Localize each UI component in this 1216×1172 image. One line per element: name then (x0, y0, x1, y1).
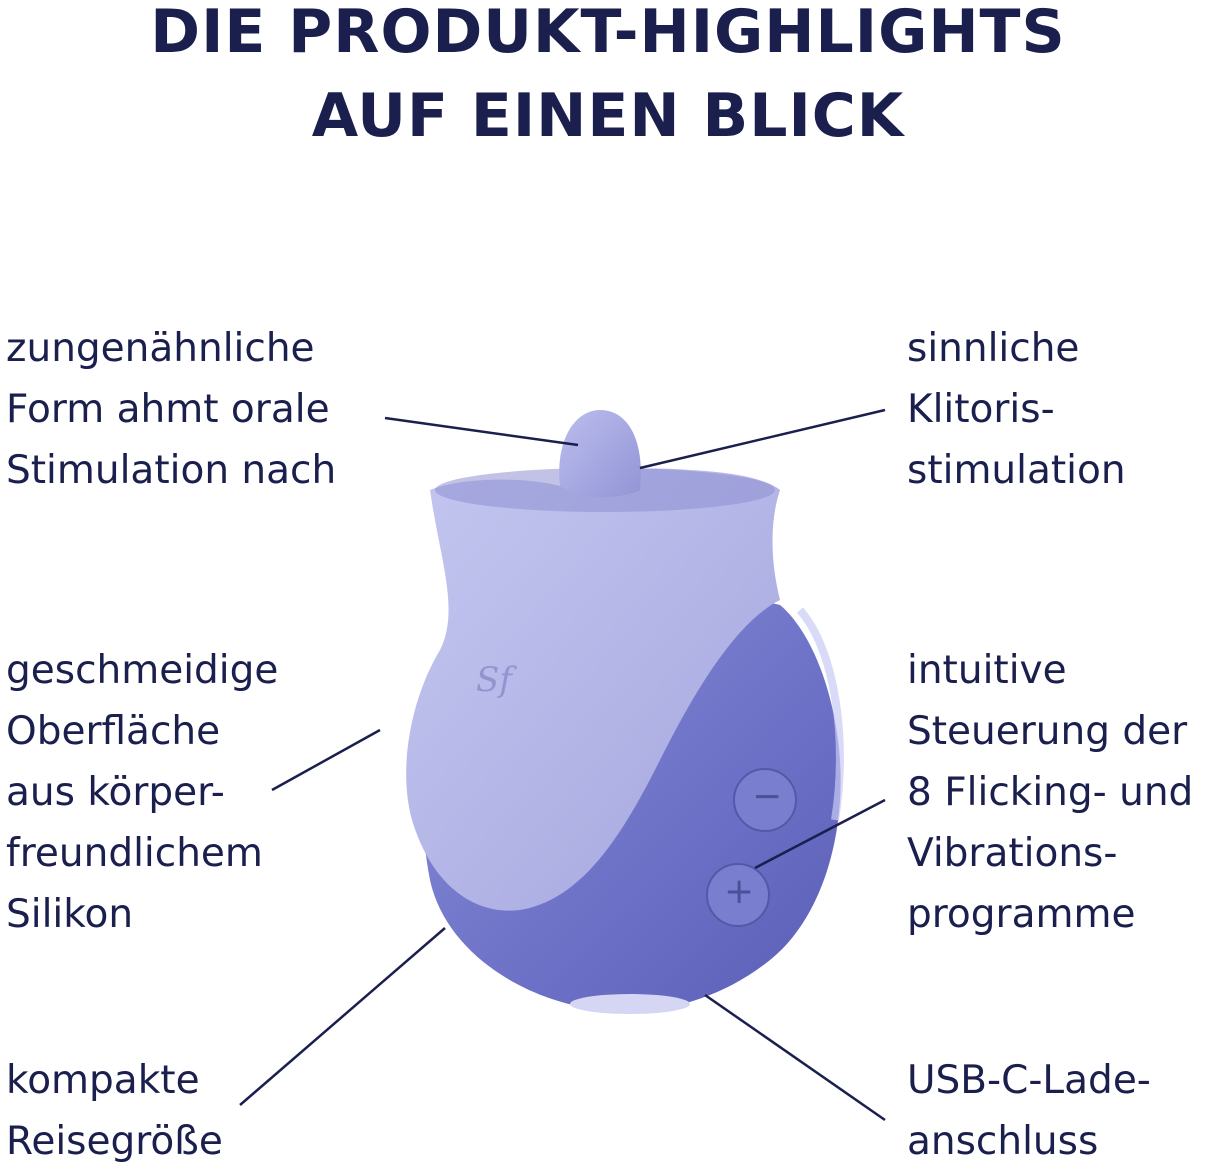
device-highlight (796, 607, 844, 821)
feature-usb-charging: USB-C-Lade- anschluss (907, 1050, 1151, 1172)
feature-text: USB-C-Lade- (907, 1058, 1151, 1103)
plus-button[interactable]: + (724, 871, 755, 912)
device-top-body (406, 468, 780, 911)
feature-text: Steuerung der (907, 709, 1188, 754)
feature-tongue-shape: zungenähnliche Form ahmt orale Stimulati… (6, 318, 336, 501)
usb-port (570, 994, 690, 1014)
brand-logo: Sf (476, 660, 512, 700)
feature-text: Stimulation nach (6, 448, 337, 493)
plus-button-shape (706, 863, 770, 927)
feature-text: aus körper- (6, 770, 225, 815)
feature-text: Reisegröße (6, 1119, 223, 1164)
feature-compact-size: kompakte Reisegröße (6, 1050, 223, 1172)
device-tongue (559, 410, 641, 498)
feature-text: 8 Flicking- und (907, 770, 1194, 815)
feature-text: freundlichem (6, 831, 263, 876)
minus-button[interactable]: − (752, 776, 783, 817)
pointer-line-compact (239, 927, 446, 1106)
pointer-line-usb (704, 993, 886, 1122)
page-title-line-1: DIE PRODUKT-HIGHLIGHTS (150, 0, 1066, 67)
pointer-line-clitoral (639, 408, 886, 470)
minus-button-shape (733, 768, 797, 832)
feature-text: Form ahmt orale (6, 387, 330, 432)
pointer-line-tongue-shape (384, 416, 579, 447)
feature-silicone-surface: geschmeidige Oberfläche aus körper- freu… (6, 640, 278, 945)
feature-text: intuitive (907, 648, 1067, 693)
feature-text: Klitoris- (907, 387, 1055, 432)
feature-text: programme (907, 892, 1136, 937)
pointer-line-controls (754, 798, 886, 870)
feature-text: geschmeidige (6, 648, 279, 693)
feature-text: stimulation (907, 448, 1126, 493)
feature-text: zungenähnliche (6, 326, 315, 371)
pointer-line-silicone (271, 728, 381, 792)
feature-text: Silikon (6, 892, 134, 937)
feature-text: Vibrations- (907, 831, 1118, 876)
page-title-line-2: AUF EINEN BLICK (311, 81, 905, 151)
feature-text: anschluss (907, 1119, 1099, 1164)
feature-controls: intuitive Steuerung der 8 Flicking- und … (907, 640, 1193, 945)
feature-text: kompakte (6, 1058, 200, 1103)
feature-text: Oberfläche (6, 709, 221, 754)
feature-text: sinnliche (907, 326, 1080, 371)
feature-clitoral-stimulation: sinnliche Klitoris- stimulation (907, 318, 1126, 501)
